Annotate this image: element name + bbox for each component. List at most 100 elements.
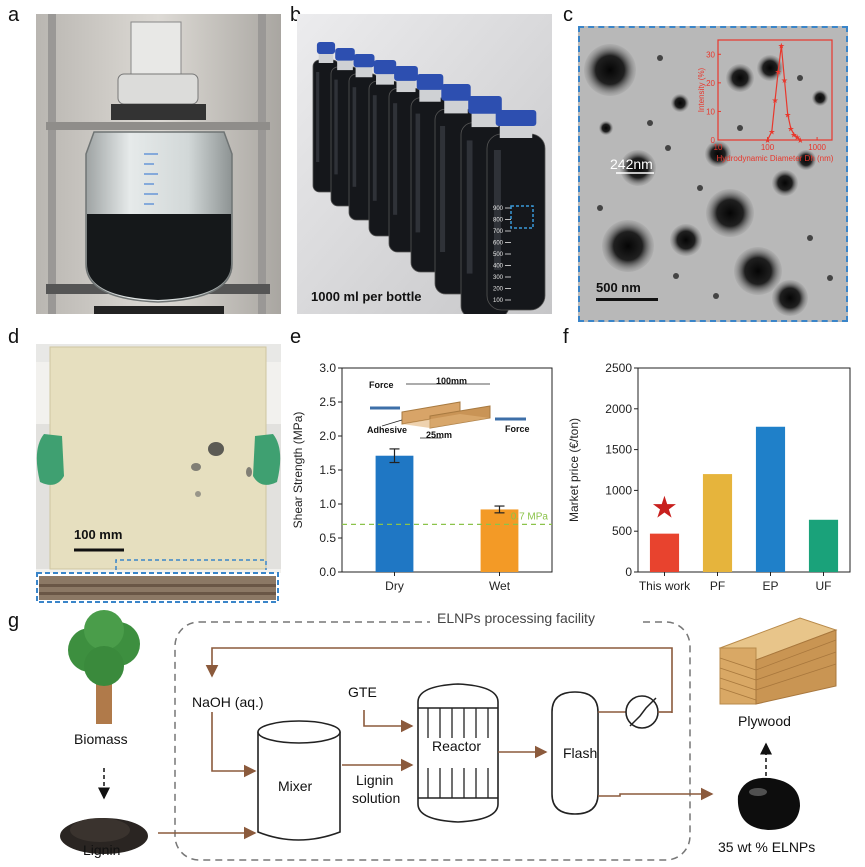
lignin-powder-icon xyxy=(60,818,148,854)
nanoparticle xyxy=(697,185,703,191)
nanoparticle xyxy=(796,150,816,170)
particle-size-label: 242nm xyxy=(610,156,653,172)
dls-point: ★ xyxy=(778,42,785,51)
nanoparticle xyxy=(737,125,743,131)
x-tick-label: Wet xyxy=(489,579,511,593)
y-tick-label: 500 xyxy=(612,524,632,538)
x-tick-label: PF xyxy=(710,579,725,593)
bar xyxy=(755,426,786,572)
bottle-scale-tick: 600 xyxy=(493,241,504,247)
nanoparticle xyxy=(673,273,679,279)
dls-point: ★ xyxy=(768,127,775,136)
y-tick-label: 1500 xyxy=(605,443,632,457)
bottle-zoom-box xyxy=(510,205,534,229)
dls-point: ★ xyxy=(781,76,788,85)
y-tick-label: 0 xyxy=(625,565,632,579)
dls-point: ★ xyxy=(787,125,794,134)
dls-x-tick-label: 10 xyxy=(714,143,723,152)
bottles-caption: 1000 ml per bottle xyxy=(311,289,422,304)
y-tick-label: 2.0 xyxy=(319,429,336,443)
plywood-photo: 100 mm xyxy=(36,344,281,604)
process-flow-diagram xyxy=(60,610,838,861)
dls-plot-frame xyxy=(717,39,833,141)
dls-point: ★ xyxy=(794,133,801,142)
plywood-label: Plywood xyxy=(738,713,791,729)
dls-x-tick-label: 100 xyxy=(761,143,775,152)
y-axis-label: Shear Strength (MPa) xyxy=(291,412,305,529)
dls-y-tick-label: 0 xyxy=(711,136,716,145)
tem-scale-bar xyxy=(596,298,658,301)
y-tick-label: 2500 xyxy=(605,361,632,375)
reactor-photo-illustration xyxy=(36,14,281,314)
nanoparticle xyxy=(772,280,808,316)
inset-adhesive: Adhesive xyxy=(367,425,408,435)
tem-micrograph xyxy=(580,28,846,320)
dls-point: ★ xyxy=(790,130,797,139)
bar xyxy=(480,509,519,572)
y-tick-label: 0.5 xyxy=(319,531,336,545)
y-tick-label: 2.5 xyxy=(319,395,336,409)
nanoparticle xyxy=(772,170,798,196)
gte-label: GTE xyxy=(348,684,377,700)
panel-label-c: c xyxy=(563,4,573,26)
dls-point: ★ xyxy=(764,136,771,145)
dls-y-tick-label: 10 xyxy=(706,107,715,116)
nanoparticle xyxy=(827,275,833,281)
plot-frame xyxy=(637,367,851,573)
mixer-vessel xyxy=(257,720,341,841)
y-axis-label: Market price (€/ton) xyxy=(567,418,581,522)
nanoparticle xyxy=(726,64,754,92)
reference-line-label: 0.7 MPa xyxy=(511,511,549,522)
nanoparticle xyxy=(713,293,719,299)
elnps-blob-icon xyxy=(737,777,800,830)
x-tick-label: Dry xyxy=(385,579,404,593)
nanoparticle xyxy=(706,189,754,237)
x-tick-label: UF xyxy=(816,579,832,593)
bar xyxy=(702,474,733,572)
nanoparticle xyxy=(671,94,689,112)
nanoparticle xyxy=(757,55,783,81)
panel-label-a: a xyxy=(8,4,20,26)
y-tick-label: 2000 xyxy=(605,402,632,416)
dls-point: ★ xyxy=(784,110,791,119)
bottle-scale-tick: 700 xyxy=(493,229,504,235)
nanoparticle xyxy=(597,205,603,211)
nanoparticle xyxy=(797,75,803,81)
naoh-label: NaOH (aq.) xyxy=(192,694,264,710)
reactor-photo xyxy=(36,14,281,314)
inset-length: 100mm xyxy=(436,376,468,386)
nanoparticle xyxy=(647,120,653,126)
bottle-scale-tick: 900 xyxy=(493,206,504,212)
mixer-label: Mixer xyxy=(278,778,313,794)
inset-overlap: 25mm xyxy=(426,430,453,440)
nanoparticle xyxy=(657,55,663,61)
y-tick-label: 1.5 xyxy=(319,463,336,477)
panel-label-f: f xyxy=(563,326,569,348)
y-tick-label: 0.0 xyxy=(319,565,336,579)
dls-series-line xyxy=(767,45,801,141)
bottle-scale-tick: 100 xyxy=(493,298,504,304)
bottle-scale-tick: 400 xyxy=(493,264,504,270)
x-tick-label: This work xyxy=(639,579,691,593)
nanoparticle xyxy=(620,150,656,186)
bottle-scale-tick: 800 xyxy=(493,218,504,224)
lap-shear-inset xyxy=(370,383,526,439)
tem-scale-bar-label: 500 nm xyxy=(596,280,641,295)
bar xyxy=(649,533,680,572)
dls-y-tick-label: 20 xyxy=(706,79,715,88)
nanoparticle xyxy=(705,141,731,167)
bar xyxy=(808,519,839,572)
panel-label-d: d xyxy=(8,326,20,348)
bar xyxy=(375,455,414,572)
biomass-label: Biomass xyxy=(74,731,128,747)
dls-x-tick-label: 1000 xyxy=(808,143,826,152)
bottle-scale-tick: 300 xyxy=(493,275,504,281)
lignin-solution-label-1: Lignin xyxy=(356,772,394,788)
plot-frame xyxy=(341,367,553,573)
reactor-vessel xyxy=(417,683,499,823)
plywood-scale-label: 100 mm xyxy=(74,527,123,542)
nanoparticle xyxy=(670,224,702,256)
